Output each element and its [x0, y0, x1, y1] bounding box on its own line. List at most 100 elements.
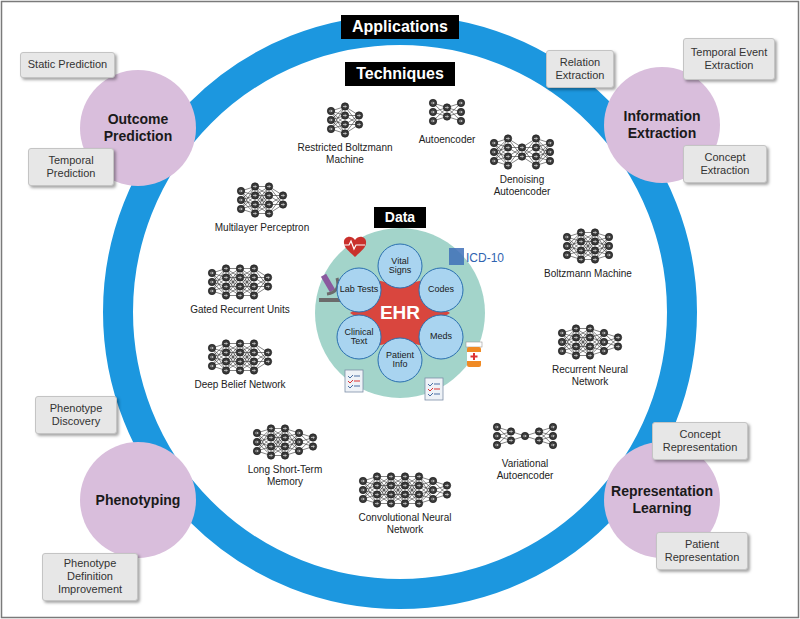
unit-arrow [431, 489, 434, 491]
unit-arrow [252, 267, 255, 269]
unit-arrow [224, 360, 227, 362]
network-unit [295, 438, 302, 445]
unit-arrow [495, 426, 498, 428]
application-label: Information Extraction [608, 108, 716, 142]
network-link [576, 329, 590, 356]
network-unit [208, 287, 215, 294]
technique-label: Variational Autoencoder [475, 458, 575, 481]
unit-arrow [210, 272, 213, 274]
data-teal-circle [315, 228, 485, 398]
network-icon [205, 262, 275, 302]
network-link [240, 344, 254, 371]
network-unit [586, 343, 593, 350]
network-link [255, 187, 269, 214]
text-centerer: Patient Info [377, 337, 423, 383]
unit-arrow [252, 351, 255, 353]
network-unit [341, 130, 348, 137]
network-unit [591, 238, 598, 245]
unit-arrow [607, 236, 610, 238]
network-unit [236, 283, 243, 290]
network-unit [281, 443, 288, 450]
task-label: Relation Extraction [552, 56, 608, 82]
network-unit [521, 432, 528, 439]
unit-arrow [253, 212, 256, 214]
network-unit [237, 187, 244, 194]
network-link [581, 233, 595, 260]
network-unit [490, 148, 497, 155]
source-circle [337, 315, 381, 359]
unit-arrow [492, 142, 495, 144]
network-unit [251, 192, 258, 199]
unit-arrow [375, 493, 378, 495]
text-centerer: Lab Tests [336, 267, 382, 313]
section-tag: Applications [341, 15, 459, 39]
network-link [405, 477, 419, 504]
network-unit [605, 233, 612, 240]
unit-arrow [238, 285, 241, 287]
network-unit [264, 283, 271, 290]
network-unit [222, 340, 229, 347]
technique-item: Autoencoder [397, 92, 497, 146]
unit-arrow [266, 276, 269, 278]
network-link [377, 477, 391, 504]
network-icon [356, 470, 454, 510]
unit-arrow [238, 369, 241, 371]
network-unit [614, 343, 621, 350]
unit-arrow [238, 267, 241, 269]
unit-arrow [593, 258, 596, 260]
network-link [240, 344, 254, 371]
icon-label: ICD-10 [466, 251, 504, 265]
network-unit [507, 428, 514, 435]
unit-arrow [417, 493, 420, 495]
unit-arrow [239, 190, 242, 192]
unit-arrow [574, 354, 577, 356]
unit-arrow [565, 245, 568, 247]
network-unit [251, 210, 258, 217]
network-unit [572, 334, 579, 341]
ehr-star: EHRVital SignsCodesMedsPatient InfoClini… [335, 248, 465, 378]
unit-arrow [311, 445, 314, 447]
unit-arrow [224, 342, 227, 344]
unit-arrow [283, 427, 286, 429]
unit-arrow [389, 502, 392, 504]
unit-arrow [459, 111, 462, 113]
network-icon [205, 337, 275, 377]
unit-arrow [269, 427, 272, 429]
unit-arrow [267, 194, 270, 196]
unit-arrow [267, 203, 270, 205]
unit-arrow [210, 281, 213, 283]
network-unit [237, 196, 244, 203]
network-unit [429, 117, 436, 124]
network-unit [267, 452, 274, 459]
unit-arrow [389, 484, 392, 486]
network-unit [600, 329, 607, 336]
network-unit [387, 491, 394, 498]
network-unit [429, 486, 436, 493]
network-unit [265, 201, 272, 208]
network-link [576, 329, 590, 356]
unit-arrow [238, 294, 241, 296]
section-tag: Data [374, 207, 426, 228]
data-source-circle: Meds [418, 314, 464, 360]
microscope-arm [327, 278, 338, 294]
network-unit [535, 437, 542, 444]
unit-arrow [509, 430, 512, 432]
unit-arrow [523, 435, 526, 437]
unit-arrow [588, 345, 591, 347]
network-unit [504, 135, 511, 142]
unit-arrow [210, 365, 213, 367]
unit-arrow [551, 444, 554, 446]
unit-arrow [607, 245, 610, 247]
pill-cap [466, 342, 482, 347]
unit-arrow [506, 155, 509, 157]
network-unit [265, 210, 272, 217]
network-unit [563, 242, 570, 249]
unit-arrow [495, 435, 498, 437]
technique-label: Gated Recurrent Units [190, 304, 290, 316]
application-task-box: Patient Representation [656, 532, 748, 570]
source-label: Codes [428, 285, 454, 294]
task-label: Patient Representation [662, 538, 742, 564]
network-unit [281, 425, 288, 432]
network-unit [518, 144, 525, 151]
data-source-circle: Lab Tests [336, 267, 382, 313]
